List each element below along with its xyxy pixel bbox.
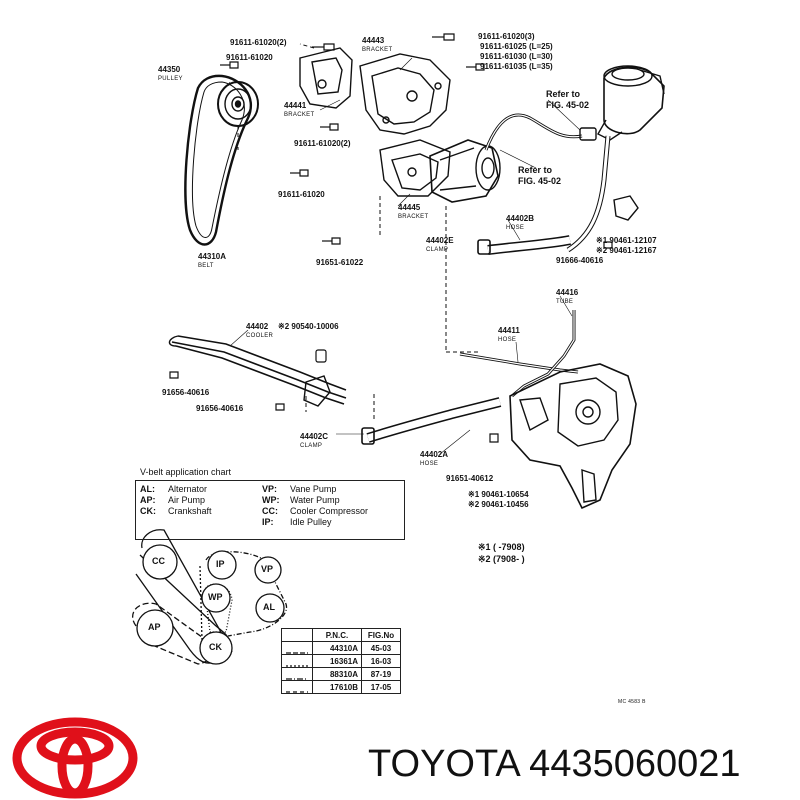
pulley-label-ck: CK	[209, 642, 222, 652]
callout-91651-61022: 91651-61022	[316, 258, 364, 267]
callout-44402a: 44402A	[420, 450, 449, 459]
line-sample-header	[281, 628, 313, 642]
pulley-label-cc: CC	[152, 556, 165, 566]
bracket-drawing	[299, 47, 451, 197]
pnc-table-header: P.N.C. FIG.No	[281, 628, 401, 642]
callout-44310a: 44310A	[198, 252, 227, 261]
callout-refer-to-1: Refer to	[546, 89, 581, 99]
callout-44402e: 44402E	[426, 236, 454, 245]
table-row: 17610B 17-05	[281, 680, 401, 694]
footnote-1: ※1 ( -7908)	[478, 542, 525, 552]
callout-44411-sub: HOSE	[498, 337, 517, 343]
callout-91656-40616-a: 91656-40616	[162, 388, 210, 397]
toyota-logo-icon	[12, 717, 138, 799]
vane-pump-drawing	[429, 139, 501, 203]
callout-91611-61030: 91611-61030 (L=30)	[480, 52, 553, 61]
footnote-2: ※2 (7908- )	[478, 554, 525, 564]
table-row: 44310A 45-03	[281, 641, 401, 655]
callout-44402b: 44402B	[506, 214, 535, 223]
callout-90461-12167: ※2 90461-12167	[596, 246, 657, 255]
callout-91611-61020-2-top: 91611-61020(2)	[230, 38, 287, 47]
callout-90461-12107: ※1 90461-12107	[596, 236, 657, 245]
callout-91666-40616: 91666-40616	[556, 256, 604, 265]
vbelt-chart-title: V-belt application chart	[140, 467, 232, 477]
callout-44402e-sub: CLAMP	[426, 247, 449, 253]
pulley-label-ip: IP	[216, 559, 225, 569]
callout-44402-cooler: 44402	[246, 322, 269, 331]
callout-44402b-sub: HOSE	[506, 225, 525, 231]
fig-header: FIG.No	[361, 628, 401, 642]
reservoir-drawing	[597, 65, 665, 141]
callout-91611-61035: 91611-61035 (L=35)	[480, 62, 553, 71]
legend-wp: WP:Water Pump	[262, 495, 340, 505]
brand-part-number: TOYOTA 4435060021	[368, 743, 741, 785]
table-row: 16361A 16-03	[281, 654, 401, 668]
callout-90540-10006: ※2 90540-10006	[278, 322, 339, 331]
callout-90461-10654: ※1 90461-10654	[468, 490, 529, 499]
callout-refer-fig-2: FIG. 45-02	[518, 176, 562, 186]
callout-91611-61020-2-mid: 91611-61020(2)	[294, 139, 351, 148]
callout-44443: 44443	[362, 36, 385, 45]
pulley-label-vp: VP	[261, 564, 274, 574]
callout-44350: 44350	[158, 65, 181, 74]
callout-refer-to-2: Refer to	[518, 165, 553, 175]
callout-44411: 44411	[498, 326, 520, 335]
callout-44310a-sub: BELT	[198, 263, 214, 269]
callout-44350-sub: PULLEY	[158, 76, 183, 82]
callout-90461-10456: ※2 90461-10456	[468, 500, 529, 509]
legend-ck: CK:Crankshaft	[140, 506, 212, 516]
callout-44402c-sub: CLAMP	[300, 443, 323, 449]
diagram-code: MC 4583 B	[618, 699, 646, 705]
callout-44445: 44445	[398, 203, 421, 212]
callout-44402a-sub: HOSE	[420, 461, 439, 467]
callout-44416-sub: TUBE	[556, 299, 574, 305]
table-row: 88310A 87-19	[281, 667, 401, 681]
callout-44441: 44441	[284, 101, 307, 110]
pulley-label-al: AL	[263, 602, 275, 612]
callout-91611-61020-3: 91611-61020(3)	[478, 32, 535, 41]
callout-91611-61025: 91611-61025 (L=25)	[480, 42, 553, 51]
pnc-table: P.N.C. FIG.No 44310A 45-03 16361A 16-03 …	[281, 628, 401, 694]
callout-refer-fig-1: FIG. 45-02	[546, 100, 590, 110]
callout-44443-sub: BRACKET	[362, 47, 393, 53]
callout-91656-40616-b: 91656-40616	[196, 404, 244, 413]
callout-91611-61020-mid: 91611-61020	[278, 190, 325, 199]
callout-44402c: 44402C	[300, 432, 329, 441]
callout-91611-61020-top: 91611-61020	[226, 53, 273, 62]
legend-al: AL:Alternator	[140, 484, 208, 494]
legend-cc: CC:Cooler Compressor	[262, 506, 369, 516]
pulley-label-ap: AP	[148, 622, 161, 632]
legend-ap: AP:Air Pump	[140, 495, 206, 505]
bolt-drawings	[169, 33, 613, 443]
callout-44402-cooler-sub: COOLER	[246, 333, 274, 339]
pulley-label-wp: WP	[208, 592, 223, 602]
vbelt-legend-box: AL:Alternator AP:Air Pump CK:Crankshaft …	[135, 480, 405, 540]
belt-drawing	[184, 74, 253, 246]
pnc-header: P.N.C.	[312, 628, 362, 642]
gear-box-drawing	[509, 363, 637, 510]
cooler-drawing	[168, 335, 347, 407]
callout-44445-sub: BRACKET	[398, 214, 429, 220]
legend-vp: VP:Vane Pump	[262, 484, 337, 494]
callout-44416: 44416	[556, 288, 579, 297]
callout-44441-sub: BRACKET	[284, 112, 315, 118]
legend-ip: IP:Idle Pulley	[262, 517, 332, 527]
callout-91651-40612: 91651-40612	[446, 474, 494, 483]
